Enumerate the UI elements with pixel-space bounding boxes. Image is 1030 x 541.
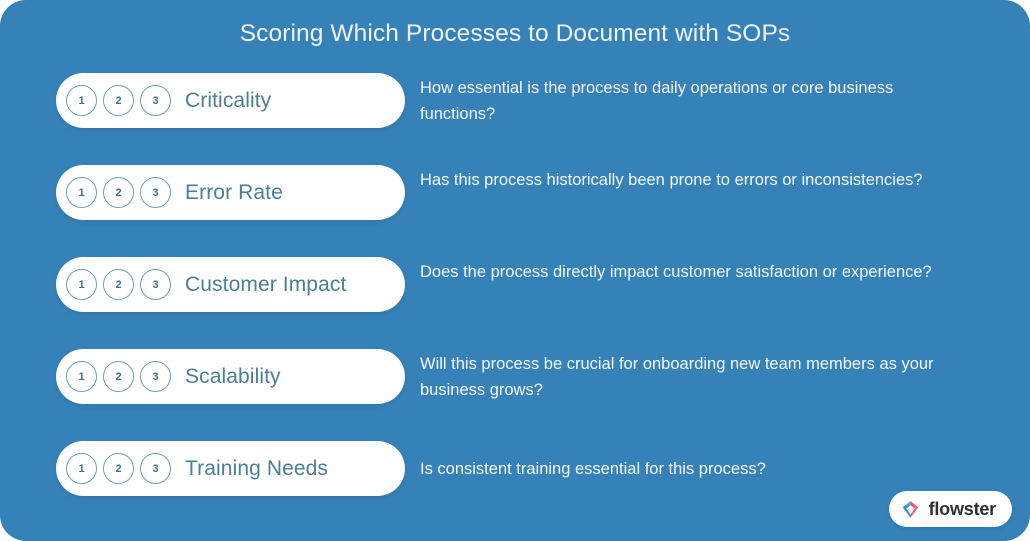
criteria-row: 1 2 3 Error Rate Has this process histor…: [0, 165, 1030, 257]
score-scale: 1 2 3: [66, 453, 171, 484]
criteria-description: Has this process historically been prone…: [420, 171, 923, 189]
criteria-row: 1 2 3 Criticality How essential is the p…: [0, 73, 1030, 165]
score-option-2[interactable]: 2: [103, 269, 134, 300]
score-option-1[interactable]: 1: [66, 177, 97, 208]
score-option-2[interactable]: 2: [103, 361, 134, 392]
score-option-3[interactable]: 3: [140, 269, 171, 300]
score-option-3[interactable]: 3: [140, 453, 171, 484]
criteria-pill-training-needs[interactable]: 1 2 3 Training Needs: [56, 441, 405, 496]
criteria-list: 1 2 3 Criticality How essential is the p…: [0, 73, 1030, 533]
flowster-arrow-icon: [900, 499, 921, 520]
criteria-description: How essential is the process to daily op…: [420, 79, 894, 123]
criteria-row: 1 2 3 Training Needs Is consistent train…: [0, 441, 1030, 533]
criteria-label: Training Needs: [185, 456, 329, 480]
score-option-2[interactable]: 2: [103, 85, 134, 116]
criteria-description: Does the process directly impact custome…: [420, 263, 932, 281]
criteria-pill-customer-impact[interactable]: 1 2 3 Customer Impact: [56, 257, 405, 312]
score-option-2[interactable]: 2: [103, 177, 134, 208]
flowster-wordmark: flowster: [928, 498, 997, 519]
criteria-description: Is consistent training essential for thi…: [420, 460, 766, 478]
criteria-row: 1 2 3 Scalability Will this process be c…: [0, 349, 1030, 441]
score-option-3[interactable]: 3: [140, 85, 171, 116]
criteria-label: Customer Impact: [185, 272, 347, 296]
criteria-pill-scalability[interactable]: 1 2 3 Scalability: [56, 349, 405, 404]
score-option-1[interactable]: 1: [66, 85, 97, 116]
score-scale: 1 2 3: [66, 361, 171, 392]
score-option-1[interactable]: 1: [66, 269, 97, 300]
criteria-description: Will this process be crucial for onboard…: [420, 355, 934, 399]
criteria-pill-criticality[interactable]: 1 2 3 Criticality: [56, 73, 405, 128]
score-scale: 1 2 3: [66, 269, 171, 300]
criteria-row: 1 2 3 Customer Impact Does the process d…: [0, 257, 1030, 349]
score-option-1[interactable]: 1: [66, 361, 97, 392]
score-option-2[interactable]: 2: [103, 453, 134, 484]
score-option-3[interactable]: 3: [140, 177, 171, 208]
page-title: Scoring Which Processes to Document with…: [239, 20, 791, 47]
criteria-label: Error Rate: [185, 180, 283, 204]
criteria-label: Criticality: [185, 88, 272, 112]
score-scale: 1 2 3: [66, 85, 171, 116]
score-option-1[interactable]: 1: [66, 453, 97, 484]
flowster-logo-badge[interactable]: flowster: [888, 491, 1012, 527]
score-option-3[interactable]: 3: [140, 361, 171, 392]
score-scale: 1 2 3: [66, 177, 171, 208]
criteria-label: Scalability: [185, 364, 281, 388]
criteria-pill-error-rate[interactable]: 1 2 3 Error Rate: [56, 165, 405, 220]
